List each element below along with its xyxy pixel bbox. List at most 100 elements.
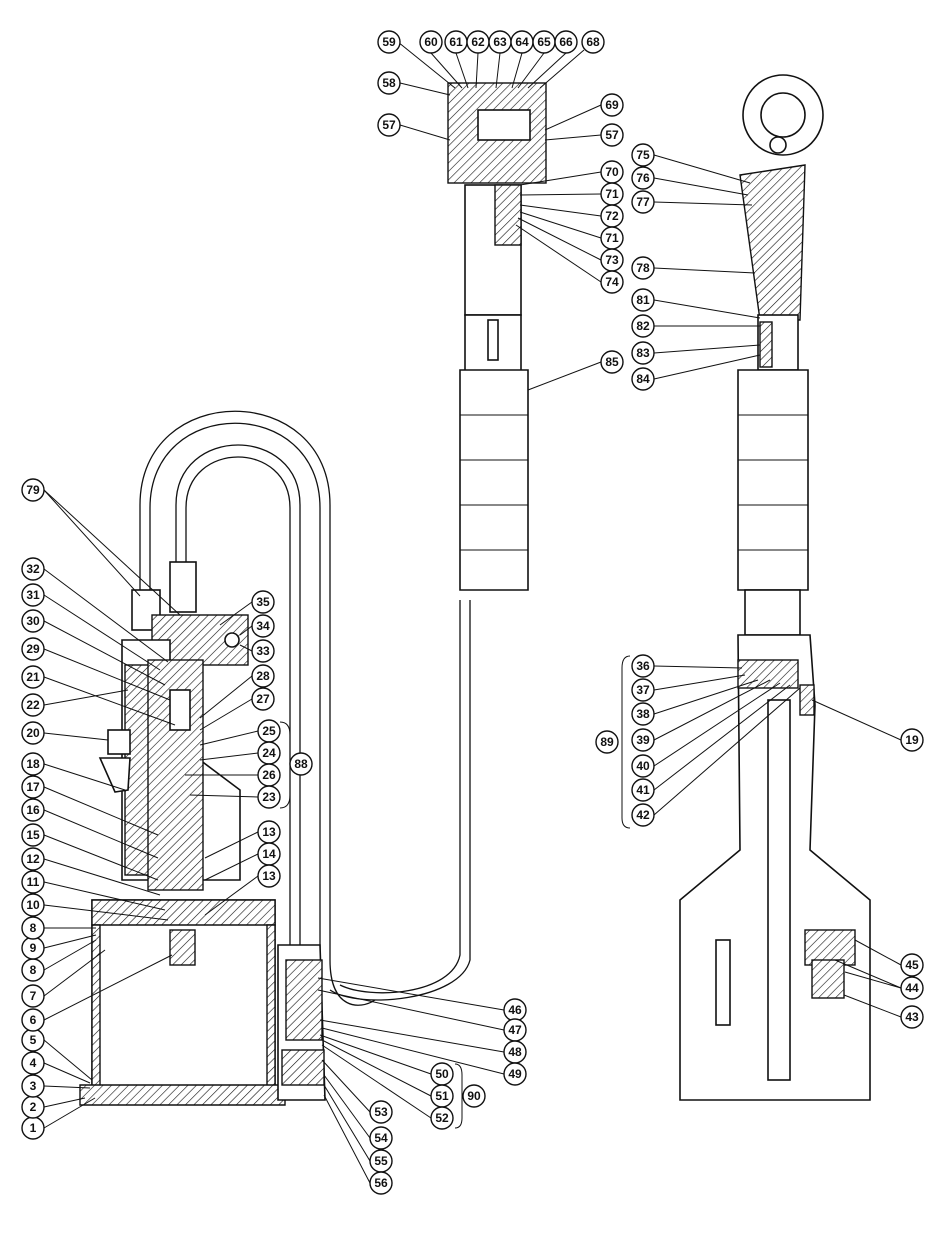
callout-label: 71	[605, 231, 619, 245]
callout-label: 14	[262, 847, 276, 861]
callout-label: 43	[905, 1010, 919, 1024]
callout-label: 27	[256, 692, 270, 706]
callout-label: 31	[26, 588, 40, 602]
callout-label: 16	[26, 803, 40, 817]
callout-label: 15	[26, 828, 40, 842]
callout-label: 7	[30, 989, 37, 1003]
callout-71-a: 71	[520, 183, 623, 205]
callout-label: 75	[636, 148, 650, 162]
callout-label: 84	[636, 372, 650, 386]
right-tool-assembly	[680, 75, 870, 1100]
callout-label: 64	[515, 35, 529, 49]
callout-label: 24	[262, 746, 276, 760]
callout-label: 36	[636, 659, 650, 673]
callout-label: 56	[374, 1176, 388, 1190]
callout-label: 34	[256, 619, 270, 633]
callout-label: 81	[636, 293, 650, 307]
callout-20: 20	[22, 722, 108, 744]
callout-label: 73	[605, 253, 619, 267]
callout-2: 2	[22, 1096, 85, 1118]
callout-label: 2	[30, 1100, 37, 1114]
callout-label: 51	[435, 1089, 449, 1103]
callout-46: 46	[318, 978, 526, 1021]
callout-19: 19	[812, 700, 923, 751]
callout-90: 90	[463, 1085, 485, 1107]
callout-label: 89	[600, 735, 614, 749]
callout-label: 61	[449, 35, 463, 49]
callout-label: 12	[26, 852, 40, 866]
callout-36: 36	[632, 655, 742, 677]
callout-label: 33	[256, 644, 270, 658]
callout-label: 79	[26, 483, 40, 497]
callout-label: 45	[905, 958, 919, 972]
callout-label: 22	[26, 698, 40, 712]
callout-label: 10	[26, 898, 40, 912]
callout-label: 21	[26, 670, 40, 684]
callout-8-b: 8	[22, 917, 96, 939]
callout-label: 13	[262, 869, 276, 883]
callout-label: 37	[636, 683, 650, 697]
callout-label: 70	[605, 165, 619, 179]
callout-label: 5	[30, 1033, 37, 1047]
callout-label: 18	[26, 757, 40, 771]
callout-50: 50	[320, 1035, 453, 1085]
callout-89: 89	[596, 731, 618, 753]
callout-label: 71	[605, 187, 619, 201]
callout-53: 53	[322, 1060, 392, 1123]
callout-57-a: 57	[378, 114, 450, 140]
callout-label: 8	[30, 963, 37, 977]
callout-label: 42	[636, 808, 650, 822]
callout-label: 25	[262, 724, 276, 738]
callout-label: 40	[636, 759, 650, 773]
callout-48: 48	[320, 1020, 526, 1063]
callout-label: 9	[30, 941, 37, 955]
callout-81: 81	[632, 289, 760, 318]
callout-label: 62	[471, 35, 485, 49]
callout-label: 76	[636, 171, 650, 185]
callout-label: 1	[30, 1121, 37, 1135]
callout-61: 61	[445, 31, 468, 88]
callout-49: 49	[322, 1028, 526, 1085]
callout-label: 17	[26, 780, 40, 794]
callout-label: 38	[636, 707, 650, 721]
callout-label: 23	[262, 790, 276, 804]
callout-label: 28	[256, 669, 270, 683]
callout-63: 63	[489, 31, 511, 88]
callout-77: 77	[632, 191, 752, 213]
callout-37: 37	[632, 675, 745, 701]
callout-label: 82	[636, 319, 650, 333]
callout-label: 26	[262, 768, 276, 782]
callout-label: 66	[559, 35, 573, 49]
center-handle-assembly	[448, 83, 546, 590]
callout-label: 48	[508, 1045, 522, 1059]
callout-label: 49	[508, 1067, 522, 1081]
callout-label: 63	[493, 35, 507, 49]
callout-label: 50	[435, 1067, 449, 1081]
callout-label: 32	[26, 562, 40, 576]
callout-label: 53	[374, 1105, 388, 1119]
callout-62: 62	[467, 31, 489, 88]
group-bracket-88	[280, 722, 290, 808]
callout-label: 83	[636, 346, 650, 360]
callout-label: 6	[30, 1013, 37, 1027]
callout-label: 41	[636, 783, 650, 797]
group-bracket-89	[622, 656, 630, 828]
callout-label: 58	[382, 76, 396, 90]
callout-label: 90	[467, 1089, 481, 1103]
callout-label: 85	[605, 355, 619, 369]
callout-label: 30	[26, 614, 40, 628]
callout-label: 78	[636, 261, 650, 275]
callout-label: 3	[30, 1079, 37, 1093]
callout-label: 57	[605, 128, 619, 142]
callout-label: 46	[508, 1003, 522, 1017]
callout-label: 20	[26, 726, 40, 740]
callout-label: 52	[435, 1111, 449, 1125]
callout-57-b: 57	[545, 124, 623, 146]
callout-label: 60	[424, 35, 438, 49]
callout-label: 8	[30, 921, 37, 935]
callout-label: 69	[605, 98, 619, 112]
callout-label: 19	[905, 733, 919, 747]
callout-88: 88	[290, 753, 312, 775]
callout-24: 24	[200, 742, 280, 764]
